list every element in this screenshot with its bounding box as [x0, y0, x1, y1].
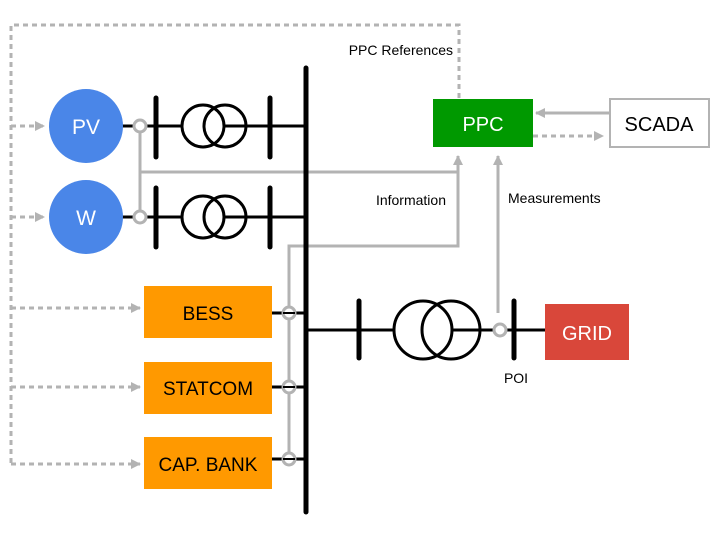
- measurement-point-wind: [132, 209, 148, 225]
- wind-label: W: [76, 207, 96, 230]
- cap-bank-box[interactable]: CAP. BANK: [144, 437, 272, 489]
- wind-feeder: [122, 185, 306, 250]
- ppc-references-label: PPC References: [349, 42, 453, 58]
- scada-label: SCADA: [625, 114, 695, 136]
- info-line-generators: [140, 155, 463, 174]
- transformer-icon: [392, 299, 482, 361]
- cap-bank-label: CAP. BANK: [159, 455, 258, 476]
- bess-label: BESS: [183, 304, 234, 325]
- statcom-box[interactable]: STATCOM: [144, 362, 272, 414]
- references-trunk-line: [9, 23, 461, 464]
- information-label: Information: [376, 192, 446, 208]
- pv-generator[interactable]: PV: [49, 89, 123, 163]
- grid-box[interactable]: GRID: [545, 304, 629, 360]
- scada-box[interactable]: SCADA: [609, 98, 710, 148]
- ppc-references-signal: [9, 23, 604, 469]
- measurements-label: Measurements: [508, 190, 601, 206]
- grid-feeder: [306, 298, 546, 361]
- bess-box[interactable]: BESS: [144, 286, 272, 338]
- ppc-box[interactable]: PPC: [433, 99, 533, 147]
- pv-feeder: [122, 95, 306, 160]
- info-line-devices: [287, 172, 460, 457]
- poi-label: POI: [504, 370, 528, 386]
- grid-label: GRID: [562, 323, 612, 345]
- transformer-icon: [180, 194, 248, 240]
- information-signal: [138, 108, 609, 457]
- measurement-point-pv: [132, 118, 148, 134]
- transformer-icon: [180, 103, 248, 149]
- measurement-point-poi: [492, 322, 508, 338]
- pv-label: PV: [72, 116, 100, 139]
- wind-generator[interactable]: W: [49, 180, 123, 254]
- statcom-label: STATCOM: [163, 379, 253, 400]
- ppc-label: PPC: [462, 114, 503, 136]
